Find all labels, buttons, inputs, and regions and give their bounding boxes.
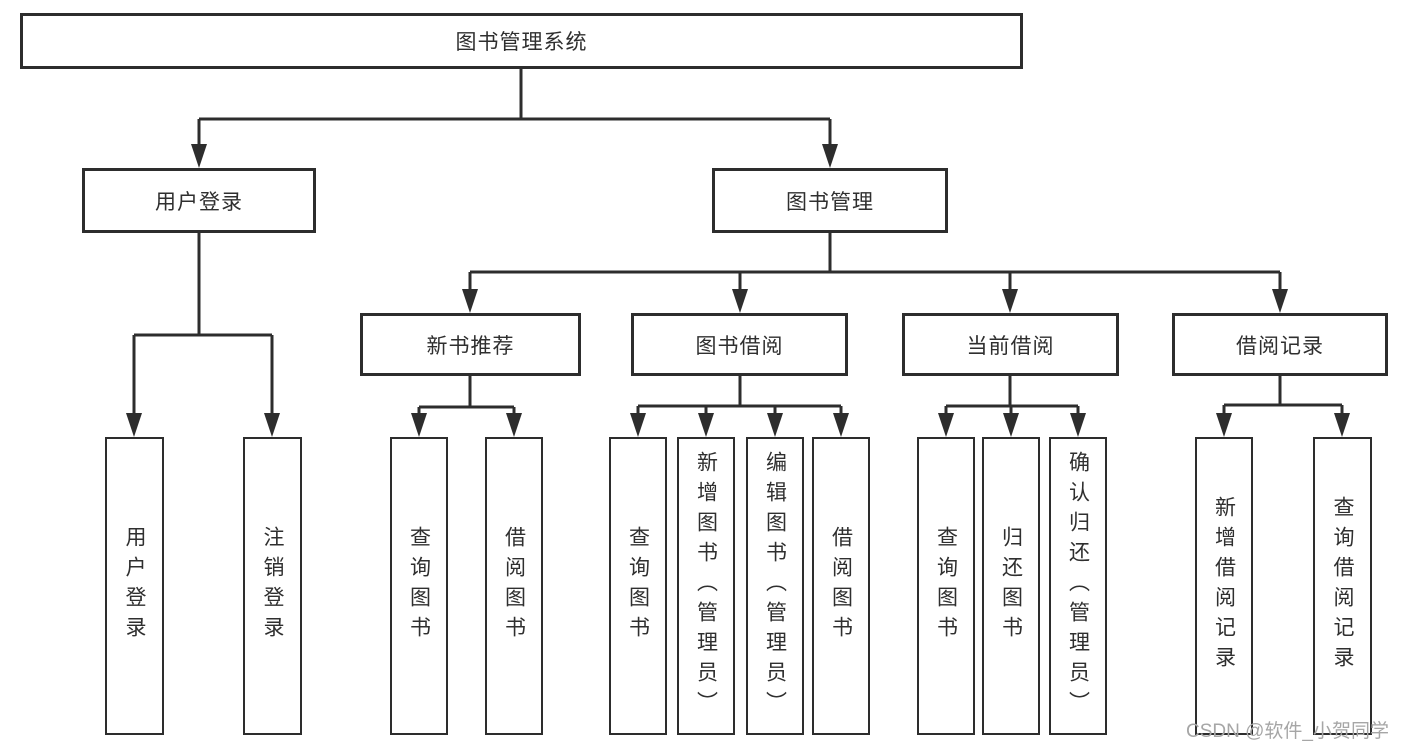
arrow-down-icon bbox=[462, 289, 478, 313]
node-new-book-recommend: 新书推荐 bbox=[360, 313, 581, 376]
arrow-down-icon bbox=[1334, 413, 1350, 437]
node-user-login: 用户登录 bbox=[82, 168, 316, 233]
leaf-label: 查询图书 bbox=[934, 526, 958, 646]
leaf-return-book: 归还图书 bbox=[982, 437, 1040, 735]
leaf-label: 注销登录 bbox=[261, 526, 284, 646]
arrow-down-icon bbox=[1003, 413, 1019, 437]
leaf-borrow-book-1: 借阅图书 bbox=[485, 437, 543, 735]
arrow-down-icon bbox=[938, 413, 954, 437]
leaf-edit-book-admin: 编辑图书（管理员） bbox=[746, 437, 804, 735]
leaf-logout: 注销登录 bbox=[243, 437, 302, 735]
arrow-down-icon bbox=[1272, 289, 1288, 313]
arrow-down-icon bbox=[1216, 413, 1232, 437]
arrow-down-icon bbox=[191, 144, 207, 168]
leaf-label: 确认归还（管理员） bbox=[1066, 451, 1090, 721]
arrow-down-icon bbox=[506, 413, 522, 437]
node-book-borrow: 图书借阅 bbox=[631, 313, 848, 376]
arrow-down-icon bbox=[411, 413, 427, 437]
leaf-add-book-admin: 新增图书（管理员） bbox=[677, 437, 735, 735]
arrow-down-icon bbox=[698, 413, 714, 437]
leaf-label: 借阅图书 bbox=[829, 526, 853, 646]
leaf-label: 归还图书 bbox=[999, 526, 1023, 646]
leaf-label: 查询借阅记录 bbox=[1331, 496, 1354, 676]
arrow-down-icon bbox=[126, 413, 142, 437]
arrow-down-icon bbox=[264, 413, 280, 437]
arrow-down-icon bbox=[1002, 289, 1018, 313]
leaf-borrow-book-2: 借阅图书 bbox=[812, 437, 870, 735]
leaf-query-borrow-record: 查询借阅记录 bbox=[1313, 437, 1372, 735]
leaf-label: 查询图书 bbox=[407, 526, 431, 646]
leaf-query-book-3: 查询图书 bbox=[917, 437, 975, 735]
node-borrow-record: 借阅记录 bbox=[1172, 313, 1388, 376]
arrow-down-icon bbox=[1070, 413, 1086, 437]
arrow-down-icon bbox=[767, 413, 783, 437]
csdn-watermark: CSDN @软件_小贺同学 bbox=[1186, 721, 1389, 742]
leaf-label: 借阅图书 bbox=[502, 526, 526, 646]
node-book-management: 图书管理 bbox=[712, 168, 948, 233]
arrow-down-icon bbox=[630, 413, 646, 437]
leaf-query-book-1: 查询图书 bbox=[390, 437, 448, 735]
arrow-down-icon bbox=[822, 144, 838, 168]
leaf-query-book-2: 查询图书 bbox=[609, 437, 667, 735]
leaf-confirm-return-admin: 确认归还（管理员） bbox=[1049, 437, 1107, 735]
arrow-down-icon bbox=[732, 289, 748, 313]
node-root: 图书管理系统 bbox=[20, 13, 1023, 69]
leaf-user-login: 用户登录 bbox=[105, 437, 164, 735]
leaf-label: 编辑图书（管理员） bbox=[763, 451, 787, 721]
leaf-label: 新增图书（管理员） bbox=[694, 451, 718, 721]
arrow-down-icon bbox=[833, 413, 849, 437]
leaf-add-borrow-record: 新增借阅记录 bbox=[1195, 437, 1253, 735]
leaf-label: 新增借阅记录 bbox=[1212, 496, 1236, 676]
leaf-label: 查询图书 bbox=[626, 526, 650, 646]
leaf-label: 用户登录 bbox=[123, 526, 146, 646]
node-current-borrow: 当前借阅 bbox=[902, 313, 1119, 376]
